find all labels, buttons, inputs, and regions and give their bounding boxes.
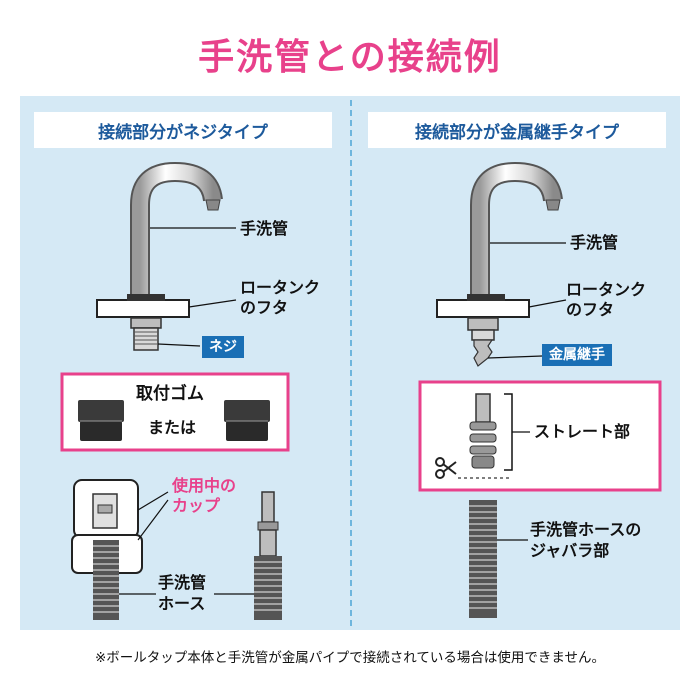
right-metal-fitting-icon [467, 317, 499, 367]
cup-label-line1: 使用中の [172, 476, 237, 495]
right-lid-label-line1: ロータンク [566, 280, 647, 299]
page-title: 手洗管との接続例 [198, 37, 502, 78]
right-panel-header: 接続部分が金属継手タイプ [368, 112, 666, 148]
straight-fitting-icon [469, 393, 497, 469]
scissors-icon [435, 457, 457, 479]
left-lid-label-line2: のフタ [240, 298, 289, 317]
thread-tag: ネジ [202, 336, 244, 358]
right-faucet-icon [470, 161, 563, 300]
right-hose-label-line2: ジャバラ部 [530, 541, 610, 560]
left-tank-lid-icon [96, 294, 190, 318]
footnote: ※ボールタップ本体と手洗管が金属パイプで接続されている場合は使用できません。 [94, 650, 605, 666]
left-panel-header: 接続部分がネジタイプ [34, 112, 332, 148]
rubber-piece-right-icon [224, 400, 270, 441]
straight-part-label: ストレート部 [534, 422, 631, 441]
left-faucet-icon [130, 161, 223, 300]
cup-label-line2: カップ [172, 496, 221, 515]
right-panel [350, 96, 680, 630]
rubber-box-or: または [148, 418, 197, 437]
left-thread-icon [130, 317, 162, 351]
left-faucet-label: 手洗管 [240, 219, 289, 238]
right-tank-lid-icon [436, 294, 530, 318]
right-hose-label-line1: 手洗管ホースの [530, 520, 642, 539]
right-bellows-hose-icon [469, 500, 497, 618]
left-cup-hose-icon [93, 540, 119, 620]
rubber-box-title: 取付ゴム [136, 384, 204, 404]
left-hose-label-line2: ホース [158, 594, 206, 613]
left-hose-label-line1: 手洗管 [158, 573, 207, 592]
right-lid-label-line2: のフタ [566, 300, 615, 319]
panel-divider [350, 100, 352, 626]
metal-fitting-tag: 金属継手 [542, 344, 612, 366]
left-lid-label-line1: ロータンク [240, 278, 321, 297]
right-faucet-label: 手洗管 [570, 233, 619, 252]
straight-part-box [418, 380, 662, 492]
left-bare-hose-icon [254, 491, 282, 620]
rubber-piece-left-icon [78, 400, 124, 441]
